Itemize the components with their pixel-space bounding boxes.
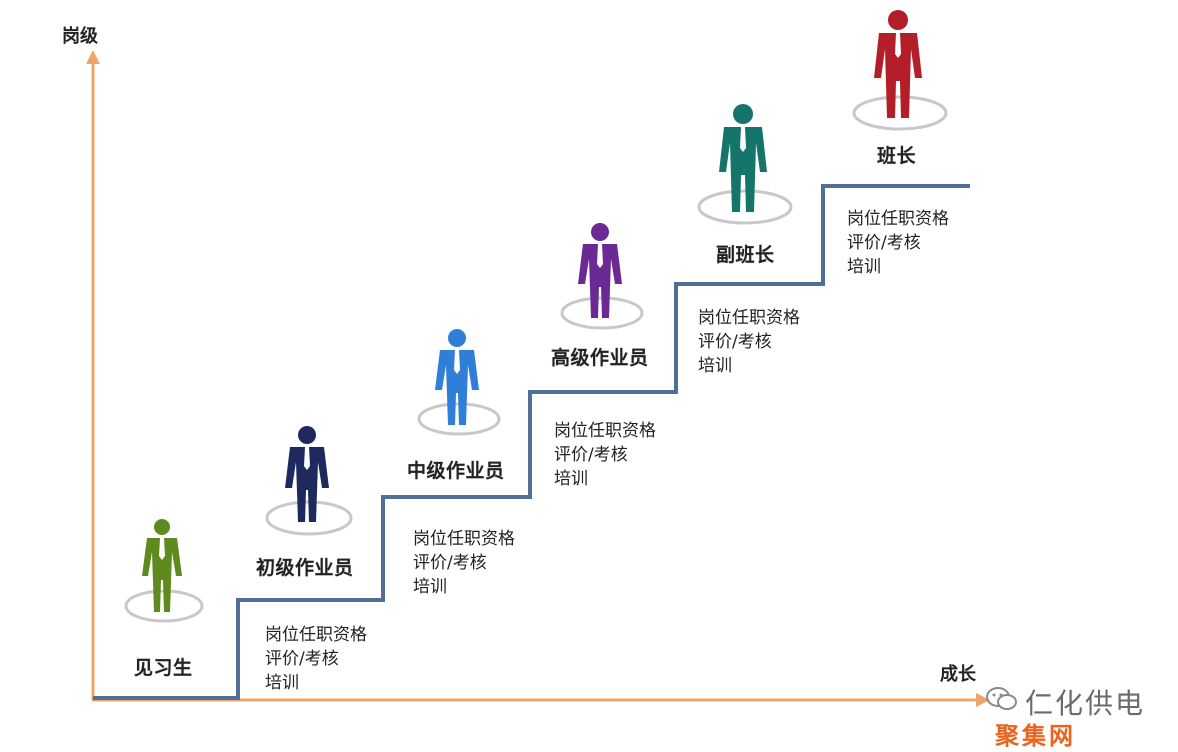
step-qualification: 岗位任职资格 [554, 421, 656, 441]
step-training: 培训 [265, 673, 299, 693]
step-evaluation: 评价/考核 [265, 649, 339, 669]
step-evaluation: 评价/考核 [698, 332, 772, 352]
watermark-sub: 聚集网 [995, 722, 1076, 750]
step-qualification: 岗位任职资格 [265, 625, 367, 645]
wechat-icon [986, 687, 1017, 710]
y-axis-label: 岗级 [62, 26, 98, 47]
step-requirements-3: 岗位任职资格 评价/考核 培训 [554, 419, 656, 491]
step-training: 培训 [847, 257, 881, 277]
step-qualification: 岗位任职资格 [413, 529, 515, 549]
step-evaluation: 评价/考核 [413, 553, 487, 573]
step-requirements-5: 岗位任职资格 评价/考核 培训 [847, 207, 949, 279]
step-training: 培训 [698, 356, 732, 376]
person-icon-team-leader [852, 10, 948, 131]
person-icon-senior-operator [560, 223, 644, 330]
level-title-team-leader: 班长 [877, 145, 917, 167]
level-title-mid-operator: 中级作业员 [407, 460, 505, 482]
level-title-junior-operator: 初级作业员 [256, 557, 354, 579]
step-training: 培训 [413, 577, 447, 597]
level-title-trainee: 见习生 [134, 657, 193, 679]
watermark: 仁化供电 聚集网 [985, 680, 1175, 750]
level-title-deputy-leader: 副班长 [716, 244, 775, 266]
x-axis-arrow-icon [976, 693, 990, 707]
person-icon-trainee [124, 519, 204, 623]
x-axis-label: 成长 [940, 664, 976, 685]
step-requirements-4: 岗位任职资格 评价/考核 培训 [698, 306, 800, 378]
y-axis-arrow-icon [86, 50, 100, 64]
person-icon-mid-operator [417, 329, 501, 436]
person-icon-junior-operator [265, 426, 353, 536]
step-qualification: 岗位任职资格 [698, 308, 800, 328]
step-evaluation: 评价/考核 [554, 445, 628, 465]
step-training: 培训 [554, 469, 588, 489]
person-icon-deputy-leader [697, 104, 793, 225]
step-qualification: 岗位任职资格 [847, 209, 949, 229]
level-title-senior-operator: 高级作业员 [551, 347, 649, 369]
watermark-name: 仁化供电 [1025, 687, 1146, 720]
step-requirements-1: 岗位任职资格 评价/考核 培训 [265, 623, 367, 695]
step-requirements-2: 岗位任职资格 评价/考核 培训 [413, 527, 515, 599]
step-evaluation: 评价/考核 [847, 233, 921, 253]
career-staircase [93, 184, 970, 700]
